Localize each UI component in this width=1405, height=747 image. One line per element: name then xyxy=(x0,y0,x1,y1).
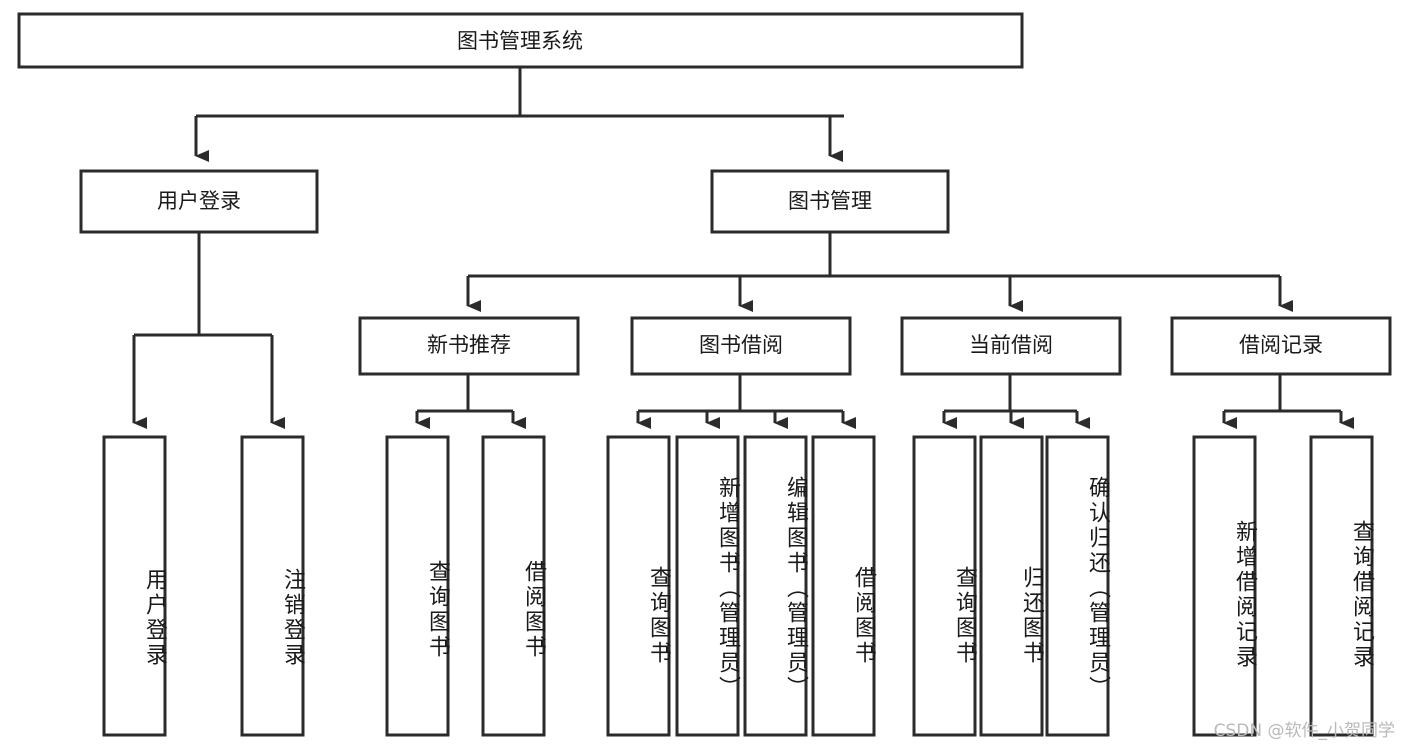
connectors-new-book-to-leaves xyxy=(415,374,526,429)
node-book-management-box[interactable] xyxy=(710,169,950,234)
connectors-borrow-record-to-leaves xyxy=(1222,374,1354,429)
leaf-box-query-record[interactable] xyxy=(1309,435,1374,737)
node-current-borrow[interactable]: 当前借阅 xyxy=(900,316,1122,376)
connectors-user-login-to-leaves xyxy=(132,232,285,429)
leaf-box-add-book[interactable] xyxy=(675,435,740,737)
leaf-box-return-book[interactable] xyxy=(979,435,1044,737)
node-book-borrow-label: 图书借阅 xyxy=(699,333,783,357)
node-borrow-record[interactable]: 借阅记录 xyxy=(1170,316,1392,376)
node-root-system[interactable]: 图书管理系统 xyxy=(17,12,1024,69)
node-borrow-record-box[interactable] xyxy=(1170,316,1392,376)
connectors-book-borrow-to-leaves xyxy=(636,374,856,429)
leaf-box-user-login[interactable] xyxy=(102,435,167,737)
connectors-current-borrow-to-leaves xyxy=(942,374,1090,429)
leaf-box-borrow-book-2[interactable] xyxy=(811,435,876,737)
node-current-borrow-label: 当前借阅 xyxy=(969,333,1053,357)
leaf-box-query-book-1[interactable] xyxy=(385,435,450,737)
node-new-book-recommend-label: 新书推荐 xyxy=(427,333,511,357)
node-user-login-label: 用户登录 xyxy=(157,189,241,213)
node-new-book-recommend-box[interactable] xyxy=(358,316,580,376)
node-borrow-record-label: 借阅记录 xyxy=(1239,333,1323,357)
node-book-management[interactable]: 图书管理 xyxy=(710,169,950,234)
node-user-login-box[interactable] xyxy=(79,169,319,234)
leaf-box-add-record[interactable] xyxy=(1192,435,1257,737)
node-new-book-recommend[interactable]: 新书推荐 xyxy=(358,316,580,376)
node-user-login[interactable]: 用户登录 xyxy=(79,169,319,234)
leaf-box-logout[interactable] xyxy=(240,435,305,737)
node-root-label: 图书管理系统 xyxy=(457,29,583,53)
leaf-box-edit-book[interactable] xyxy=(743,435,808,737)
node-root-box[interactable] xyxy=(17,12,1024,69)
csdn-watermark: CSDN @软件_小贺同学 xyxy=(1213,721,1395,741)
node-book-management-label: 图书管理 xyxy=(788,189,872,213)
leaf-box-query-book-3[interactable] xyxy=(912,435,977,737)
connectors-book-mgmt-to-level3 xyxy=(466,232,1293,312)
node-book-borrow-box[interactable] xyxy=(630,316,852,376)
leaf-box-borrow-book-1[interactable] xyxy=(481,435,546,737)
leaf-box-query-book-2[interactable] xyxy=(606,435,671,737)
node-current-borrow-box[interactable] xyxy=(900,316,1122,376)
node-book-borrow[interactable]: 图书借阅 xyxy=(630,316,852,376)
leaf-box-confirm-return[interactable] xyxy=(1045,435,1110,737)
connectors-root-to-level2 xyxy=(194,67,844,162)
